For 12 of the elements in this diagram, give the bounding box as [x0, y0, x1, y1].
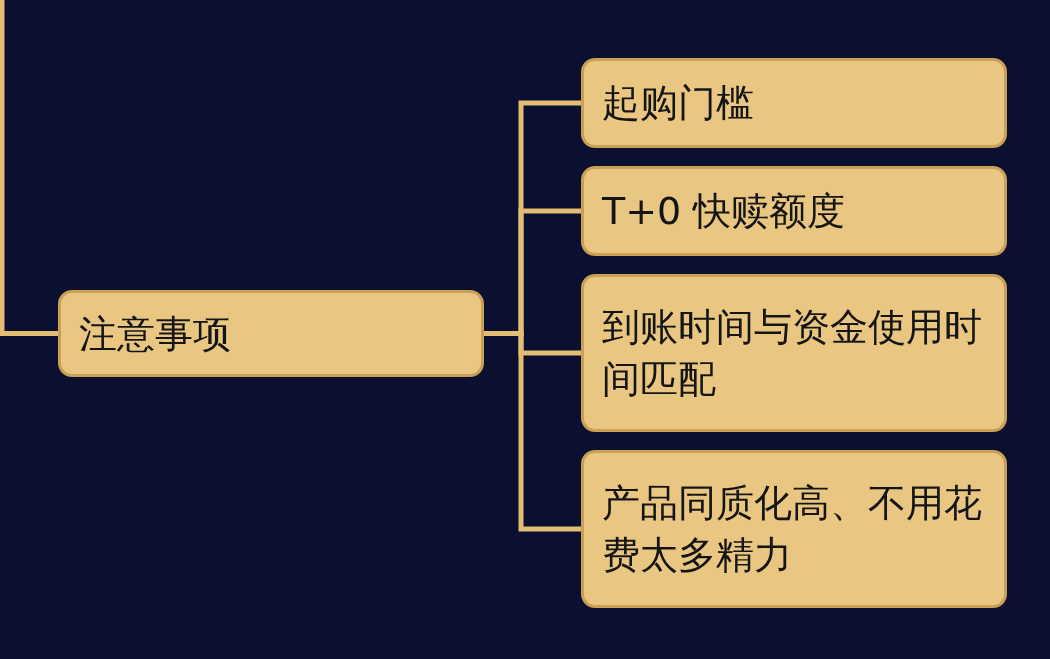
- connector-line: [484, 331, 581, 532]
- topic-box: [581, 450, 1007, 608]
- topic-box: [581, 166, 1007, 256]
- topic-box: [58, 290, 484, 377]
- topic-box: [581, 274, 1007, 432]
- topic-text: 起购门槛: [602, 80, 754, 127]
- topic-text: 注意事项: [79, 310, 231, 358]
- topic-text: 到账时间与资金使用时间匹配: [602, 304, 983, 403]
- connector-line: [0, 0, 58, 336]
- topic-text: T+0 快赎额度: [602, 188, 846, 235]
- topic-box: [581, 58, 1007, 148]
- topic-text: 产品同质化高、不用花费太多精力: [602, 480, 983, 579]
